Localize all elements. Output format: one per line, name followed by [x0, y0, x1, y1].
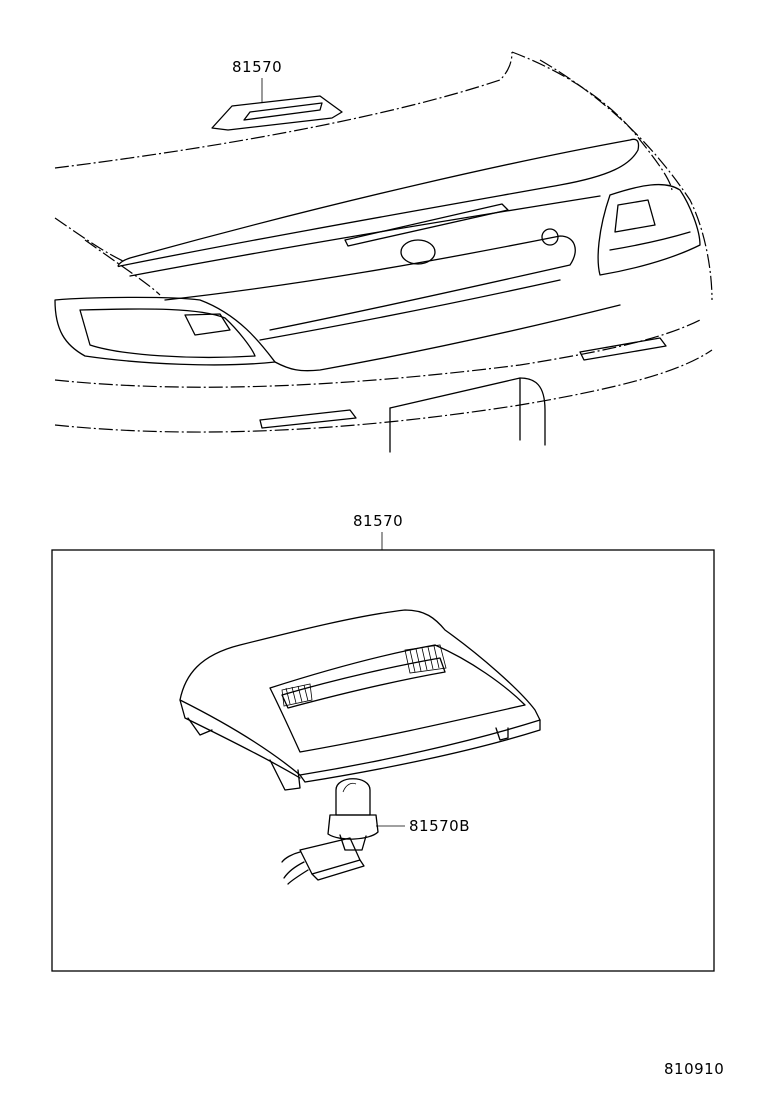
wire-3 [287, 869, 309, 885]
left-tail-lamp-lens [79, 308, 256, 359]
mounting-tab-left [187, 717, 213, 736]
drawing-number: 810910 [664, 1060, 725, 1078]
emblem [400, 239, 436, 265]
part-label-bulb: 81570B [409, 817, 471, 835]
lens-reflector [281, 657, 446, 709]
bumper-line [54, 319, 701, 388]
right-reverse-lamp [614, 199, 656, 233]
trunk-bottom-line [259, 279, 561, 341]
spoiler [117, 138, 640, 268]
rear-window-edge [511, 51, 673, 191]
part-label-box: 81570 [353, 512, 404, 530]
reflector-hatch-left [281, 683, 313, 707]
mounting-tab-center [269, 759, 301, 791]
stop-lamp-housing-small [211, 95, 343, 131]
left-fender-edge-2 [84, 239, 161, 296]
bumper-lower-line [54, 349, 713, 433]
housing-front-bottom [299, 719, 541, 783]
stop-lamp-housing [179, 609, 541, 776]
stop-lamp-lens-small [243, 102, 323, 121]
stop-lamp-assembly [179, 609, 541, 791]
wire-2 [283, 861, 305, 879]
license-plate-recess [389, 377, 521, 441]
bumper-top [274, 304, 621, 372]
reflector-hatch-right [404, 644, 447, 674]
left-tail-lamp [54, 296, 276, 366]
bulb [335, 778, 371, 816]
high-mount-stop-lamp-installed [211, 78, 343, 131]
wire-connector [299, 837, 361, 875]
bulb-highlight [342, 782, 357, 793]
mounting-tab-right [495, 727, 509, 741]
connector-side [311, 859, 365, 881]
bulb-socket [327, 814, 379, 840]
right-tail-lamp-line [609, 231, 691, 251]
trunk-garnish [344, 203, 509, 247]
trunk-lid-edge [54, 51, 513, 169]
left-reverse-lamp [184, 313, 231, 336]
spoiler-underside [129, 195, 601, 277]
bulb-socket-assembly [281, 778, 405, 885]
quarter-panel-edge [539, 59, 713, 301]
detail-frame [51, 549, 715, 972]
right-reflector [579, 337, 667, 361]
trunk-lower-edge [164, 235, 576, 331]
lens-opening [269, 644, 526, 753]
wire-1 [281, 851, 301, 863]
left-fender-edge [54, 217, 126, 263]
socket-neck [339, 834, 367, 851]
left-reflector [259, 409, 357, 429]
right-tail-lamp [597, 183, 701, 276]
license-plate-right [519, 377, 546, 446]
car-rear-view [54, 51, 713, 453]
part-label-top: 81570 [232, 58, 283, 76]
